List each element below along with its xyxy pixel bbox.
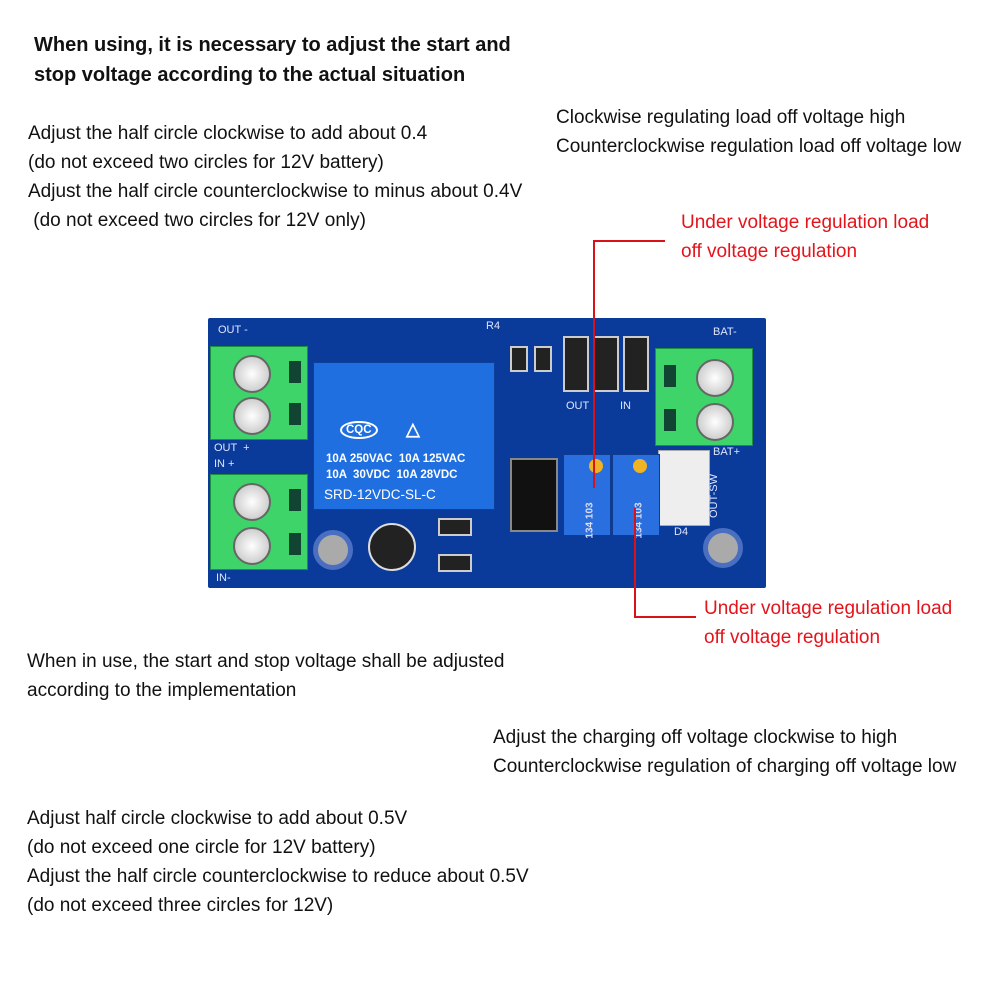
callout-leader xyxy=(593,240,595,488)
relay-rating-2: 10A 30VDC 10A 28VDC xyxy=(326,469,458,481)
screw-icon xyxy=(233,483,271,521)
potentiometer-in[interactable]: 134 103 xyxy=(612,454,660,539)
screw-icon xyxy=(233,527,271,565)
callout-line: Under voltage regulation load xyxy=(681,212,930,233)
label-r4: R4 xyxy=(486,320,501,332)
note-line: When in use, the start and stop voltage … xyxy=(27,651,505,672)
note-line: Adjust the charging off voltage clockwis… xyxy=(493,727,898,748)
label-d4: D4 xyxy=(674,526,689,538)
label-in-plus: IN + xyxy=(214,458,235,470)
label-out: OUT xyxy=(566,400,590,412)
heading-line: stop voltage according to the actual sit… xyxy=(34,64,466,86)
pot-label: 134 103 xyxy=(584,502,596,539)
note-line: Adjust the half circle clockwise to add … xyxy=(28,123,428,144)
note-line: according to the implementation xyxy=(27,680,297,701)
callout-leader xyxy=(634,508,636,618)
component xyxy=(593,336,619,392)
charging-note: Adjust the charging off voltage clockwis… xyxy=(493,723,956,781)
note-line: (do not exceed two circles for 12V batte… xyxy=(28,152,384,173)
resistor xyxy=(510,346,528,372)
potentiometer-out[interactable]: 134 103 xyxy=(563,454,611,539)
out-sw-connector xyxy=(658,450,710,526)
note-line: Adjust the half circle counterclockwise … xyxy=(27,866,529,887)
heading-line: When using, it is necessary to adjust th… xyxy=(34,34,511,56)
component xyxy=(623,336,649,392)
note-line: Clockwise regulating load off voltage hi… xyxy=(556,107,906,128)
label-bat-minus: BAT- xyxy=(713,326,737,338)
note-line: (do not exceed one circle for 12V batter… xyxy=(27,837,376,858)
callout-lower: Under voltage regulation load off voltag… xyxy=(704,594,952,652)
top-right-note: Clockwise regulating load off voltage hi… xyxy=(556,103,961,161)
callout-leader xyxy=(634,616,696,618)
pcb-board: OUT - OUT + IN + IN- BAT- BAT+ OUT-SW R4… xyxy=(208,318,766,588)
mount-hole xyxy=(703,528,743,568)
screw-icon xyxy=(233,355,271,393)
resistor xyxy=(534,346,552,372)
callout-line: Under voltage regulation load xyxy=(704,598,953,619)
terminal-bat xyxy=(655,348,753,446)
diode xyxy=(438,554,472,572)
ic-chip xyxy=(510,458,558,532)
middle-note: When in use, the start and stop voltage … xyxy=(27,647,504,705)
top-left-note: Adjust the half circle clockwise to add … xyxy=(28,119,522,235)
heading: When using, it is necessary to adjust th… xyxy=(34,30,511,90)
note-line: (do not exceed two circles for 12V only) xyxy=(28,210,366,231)
label-out-sw: OUT-SW xyxy=(708,474,720,518)
cqc-logo: CQC xyxy=(340,421,378,439)
screw-icon xyxy=(233,397,271,435)
screw-icon xyxy=(696,403,734,441)
mount-hole xyxy=(313,530,353,570)
callout-line: off voltage regulation xyxy=(704,627,881,648)
terminal-in xyxy=(210,474,308,570)
relay-model: SRD-12VDC-SL-C xyxy=(324,487,436,502)
note-line: Counterclockwise regulation load off vol… xyxy=(556,136,962,157)
component xyxy=(563,336,589,392)
label-out-plus: OUT + xyxy=(214,442,250,454)
label-bat-plus: BAT+ xyxy=(713,446,741,458)
relay: CQC △ 10A 250VAC 10A 125VAC 10A 30VDC 10… xyxy=(313,362,495,510)
callout-upper: Under voltage regulation load off voltag… xyxy=(681,208,929,266)
screw-icon xyxy=(696,359,734,397)
note-line: (do not exceed three circles for 12V) xyxy=(27,895,334,916)
capacitor xyxy=(368,523,416,571)
callout-leader xyxy=(593,240,665,242)
terminal-out xyxy=(210,346,308,440)
label-out-minus: OUT - xyxy=(218,324,248,336)
triangle-logo-icon: △ xyxy=(406,419,420,439)
callout-line: off voltage regulation xyxy=(681,241,858,262)
bottom-note: Adjust half circle clockwise to add abou… xyxy=(27,804,529,920)
note-line: Adjust the half circle counterclockwise … xyxy=(28,181,523,202)
diode xyxy=(438,518,472,536)
note-line: Adjust half circle clockwise to add abou… xyxy=(27,808,408,829)
label-in: IN xyxy=(620,400,631,412)
relay-rating-1: 10A 250VAC 10A 125VAC xyxy=(326,453,466,465)
note-line: Counterclockwise regulation of charging … xyxy=(493,756,957,777)
label-in-minus: IN- xyxy=(216,572,231,584)
